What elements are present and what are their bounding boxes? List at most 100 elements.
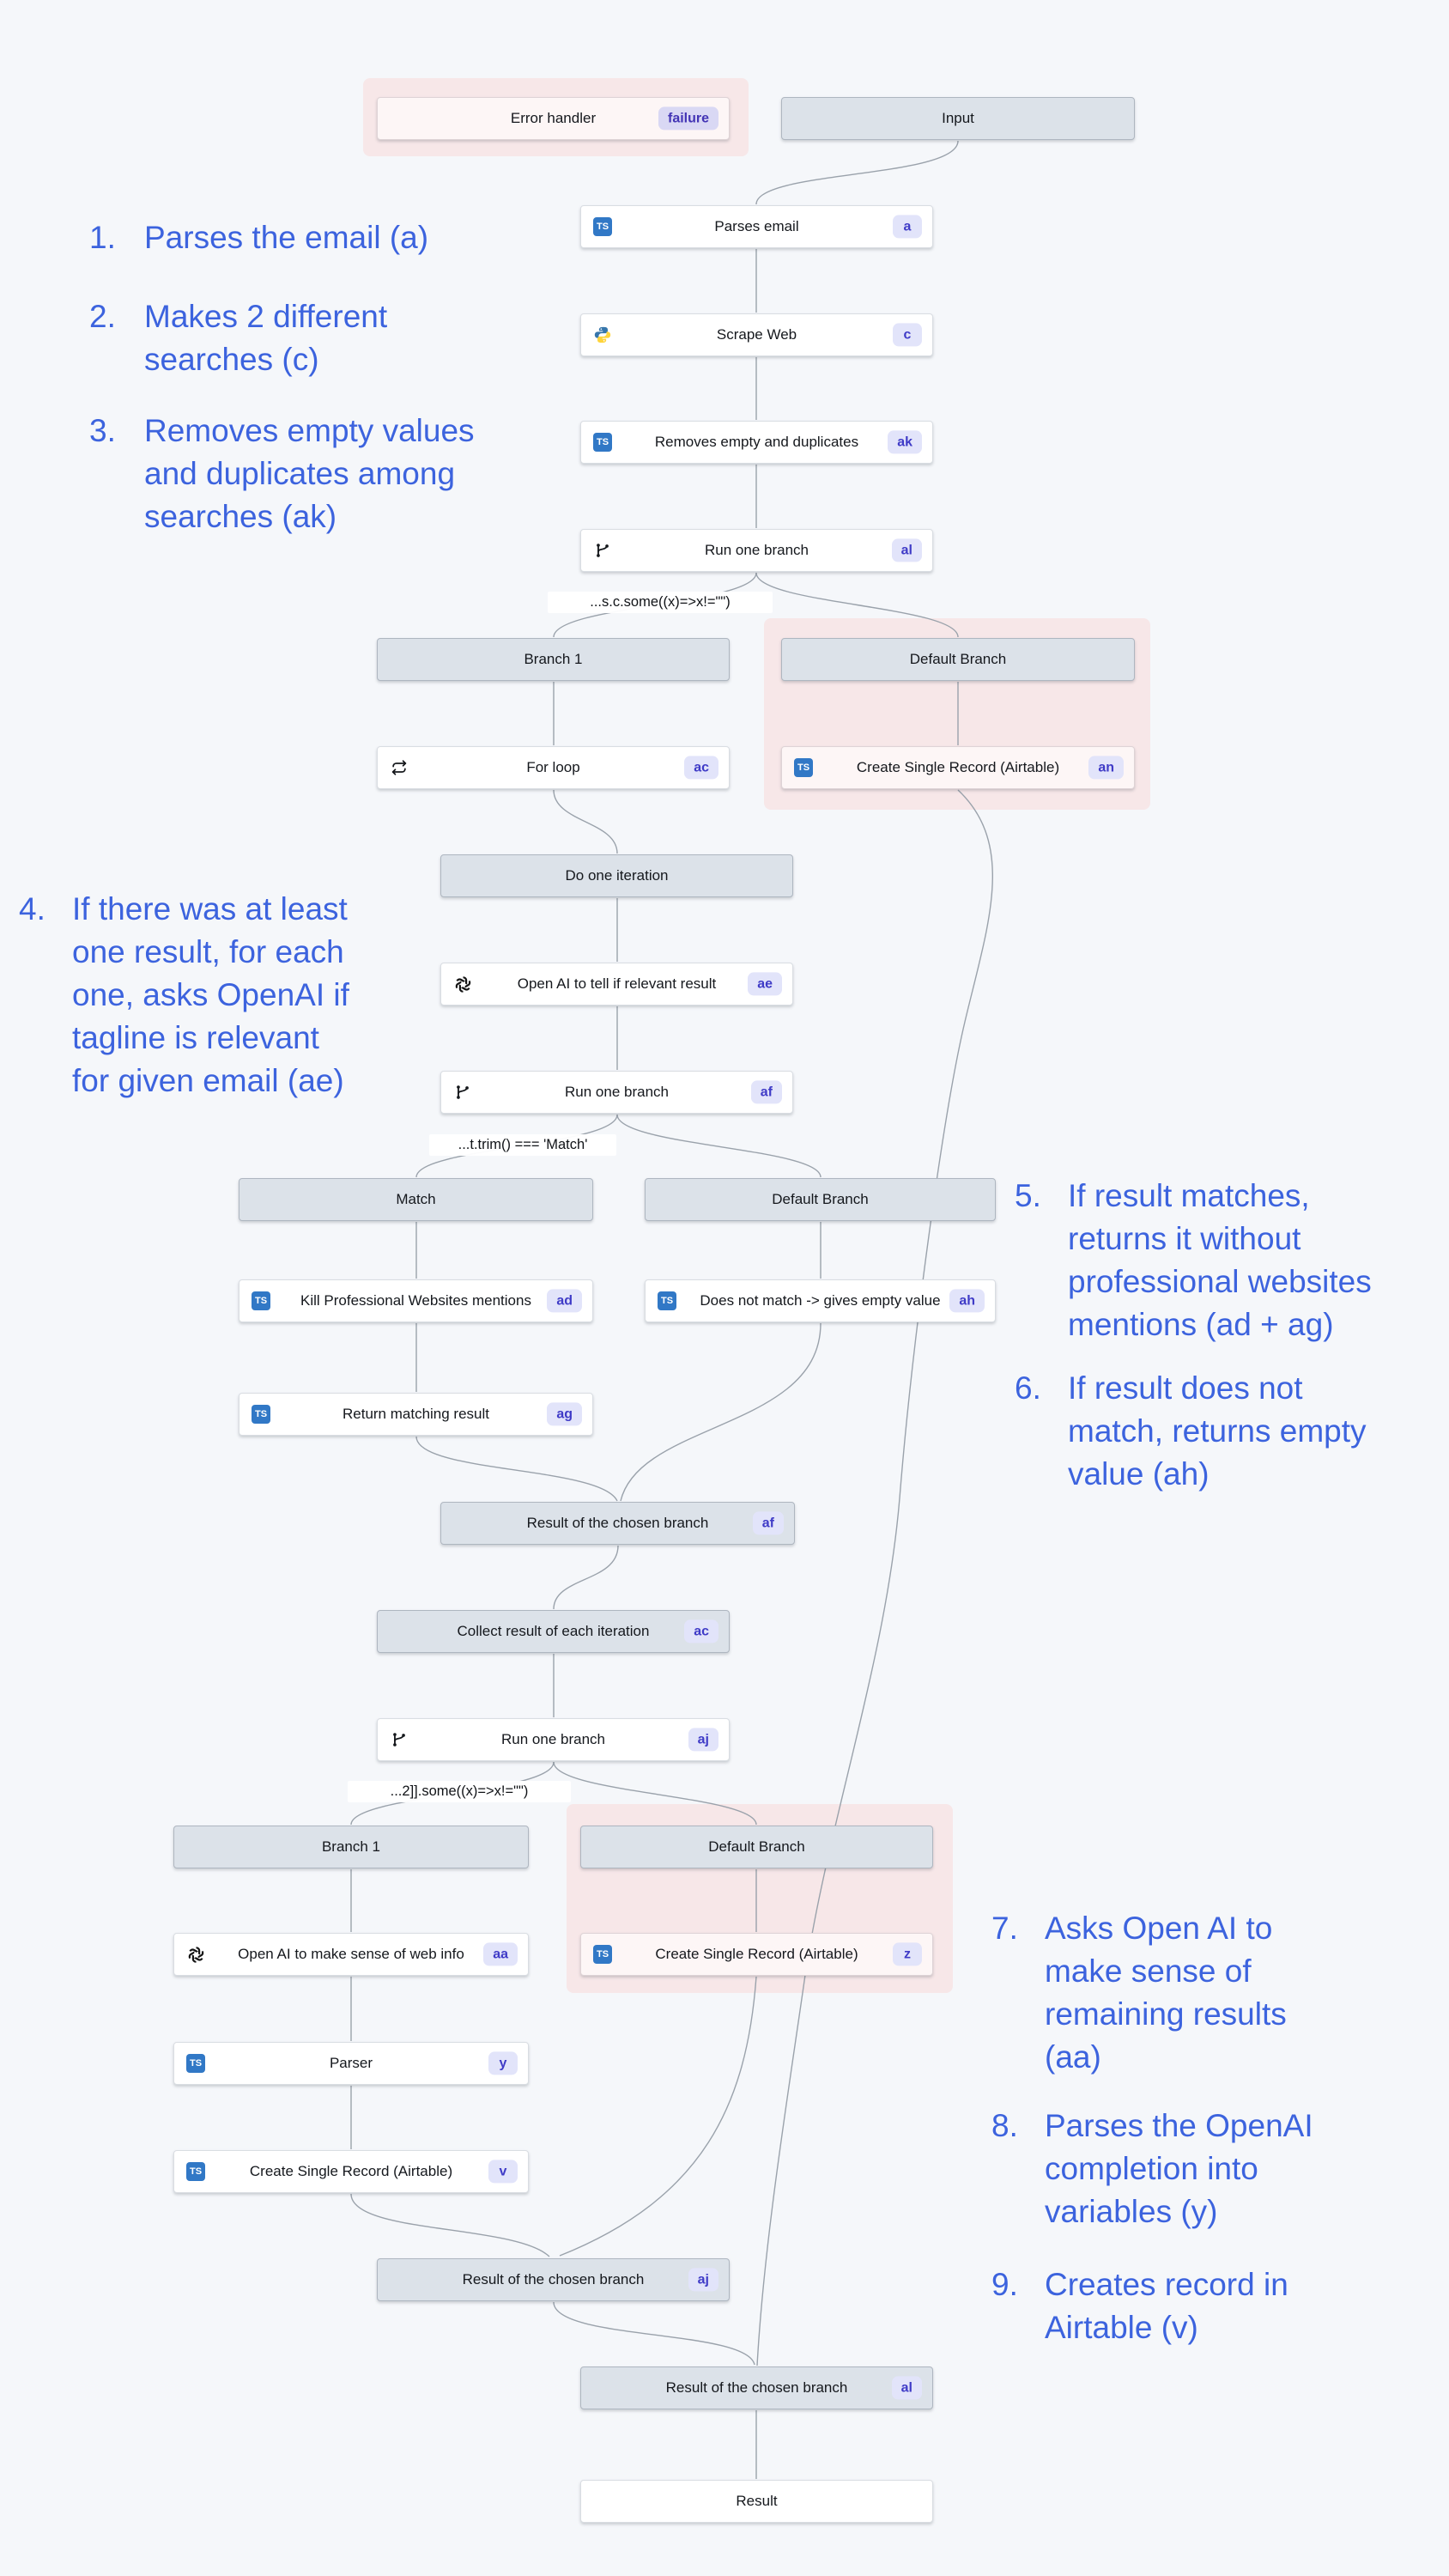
node-label: Scrape Web [716,326,797,343]
node-label: Create Single Record (Airtable) [856,759,1060,775]
node-default-branch-bottom[interactable]: Default Branch [580,1826,933,1868]
annotation-1: 1. Parses the email (a) [89,216,428,259]
node-badge-ah: ah [949,1289,985,1313]
node-openai-web-info-aa[interactable]: Open AI to make sense of web info aa [173,1933,529,1976]
branch-icon [389,1729,409,1750]
ts-icon: TS [657,1291,677,1311]
node-badge-ac: ac [684,1619,718,1643]
annotation-text: Parses the email (a) [144,220,429,255]
ts-icon: TS [793,757,814,778]
node-badge-aa: aa [483,1942,518,1966]
branch-icon [452,1082,473,1103]
node-badge-ac: ac [684,756,718,780]
node-label: Create Single Record (Airtable) [249,2163,453,2179]
node-badge-aj: aj [688,2268,718,2292]
node-scrape-web[interactable]: Scrape Web c [580,313,933,356]
annotation-number: 5. [1015,1178,1041,1213]
node-label: Error handler [510,110,597,126]
node-result-chosen-branch-af[interactable]: Result of the chosen branch af [440,1502,795,1545]
node-does-not-match-ah[interactable]: TS Does not match -> gives empty value ah [645,1279,996,1322]
annotation-number: 7. [991,1911,1018,1946]
node-badge-v: v [488,2160,518,2184]
node-badge-ak: ak [888,430,922,454]
node-openai-relevant-ae[interactable]: Open AI to tell if relevant result ae [440,963,793,1005]
node-label: Create Single Record (Airtable) [655,1946,858,1962]
condition-label-cond-some-2: ...2]].some((x)=>x!="") [348,1781,571,1802]
node-label: Kill Professional Websites mentions [300,1292,531,1309]
node-label: Branch 1 [321,1838,381,1855]
branch-icon [592,540,613,561]
node-label: Result of the chosen branch [526,1515,709,1531]
node-default-branch-top[interactable]: Default Branch [781,638,1135,681]
node-badge-aj: aj [688,1728,718,1752]
node-result-chosen-branch-aj[interactable]: Result of the chosen branch aj [377,2258,730,2301]
annotation-number: 1. [89,220,116,255]
node-do-one-iteration[interactable]: Do one iteration [440,854,793,897]
node-label: For loop [526,759,580,775]
node-label: Default Branch [708,1838,805,1855]
node-badge-al: al [891,538,922,562]
node-badge-al: al [891,2376,922,2400]
ts-icon: TS [251,1291,271,1311]
node-branch-1-bottom[interactable]: Branch 1 [173,1826,529,1868]
ts-icon: TS [185,2161,206,2182]
node-label: Result of the chosen branch [665,2379,848,2396]
node-result-chosen-branch-al[interactable]: Result of the chosen branch al [580,2366,933,2409]
node-create-single-record-v[interactable]: TS Create Single Record (Airtable) v [173,2150,529,2193]
node-label: Result [736,2493,778,2509]
node-label: Does not match -> gives empty value [700,1292,941,1309]
annotation-number: 2. [89,299,116,334]
node-badge-c: c [893,323,922,347]
node-branch-1-top[interactable]: Branch 1 [377,638,730,681]
node-badge-z: z [893,1942,922,1966]
node-label: Result of the chosen branch [462,2271,645,2287]
node-label: Parser [329,2055,373,2071]
node-default-branch-mid[interactable]: Default Branch [645,1178,996,1221]
node-for-loop[interactable]: For loop ac [377,746,730,789]
node-badge-ae: ae [748,972,782,996]
node-result[interactable]: Result [580,2480,933,2523]
annotation-number: 4. [19,891,45,927]
node-label: Open AI to make sense of web info [238,1946,464,1962]
node-badge-a: a [893,215,922,239]
node-badge-ag: ag [547,1402,582,1426]
node-match[interactable]: Match [239,1178,593,1221]
node-label: Input [942,110,974,126]
openai-icon [452,974,473,994]
node-label: Open AI to tell if relevant result [517,975,717,992]
node-badge-af: af [752,1511,784,1535]
node-input[interactable]: Input [781,97,1135,140]
node-run-one-branch-aj[interactable]: Run one branch aj [377,1718,730,1761]
annotation-number: 6. [1015,1370,1041,1406]
node-label: Branch 1 [524,651,583,667]
python-icon [592,325,613,345]
node-label: Run one branch [501,1731,605,1747]
condition-label-cond-trim-match: ...t.trim() === 'Match' [429,1134,616,1156]
node-badge-y: y [488,2051,518,2075]
node-label: Do one iteration [565,867,669,884]
node-badge-af: af [750,1080,782,1104]
node-label: Parses email [714,218,799,234]
